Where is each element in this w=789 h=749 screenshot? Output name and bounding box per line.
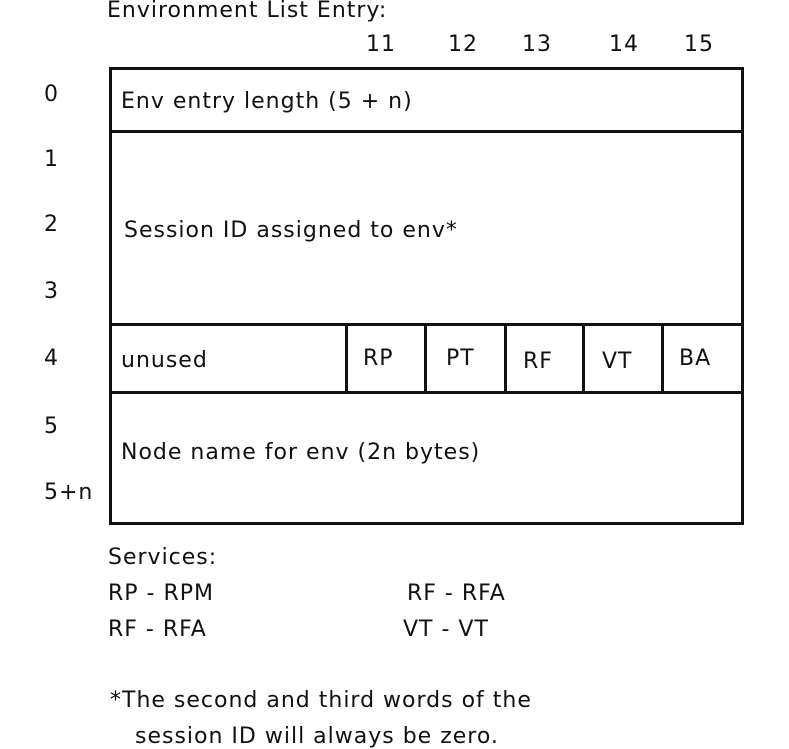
bit-label-13: 13 <box>522 32 552 57</box>
flag-pt: PT <box>446 346 475 371</box>
service-right-0: RF - RFA <box>407 581 506 606</box>
row-divider-0 <box>109 130 744 133</box>
bit-label-11: 11 <box>366 32 396 57</box>
bit-label-15: 15 <box>684 32 714 57</box>
footnote-line-1: *The second and third words of the <box>110 688 532 713</box>
services-heading: Services: <box>108 545 218 570</box>
flag-divider-pt <box>424 323 427 393</box>
diagram-title: Environment List Entry: <box>107 0 388 23</box>
field-env-entry-length: Env entry length (5 + n) <box>121 89 413 114</box>
flag-ba: BA <box>679 346 712 371</box>
field-unused: unused <box>121 348 208 373</box>
flag-vt: VT <box>602 349 633 374</box>
flag-divider-rp <box>345 323 348 393</box>
service-right-1: VT - VT <box>403 617 489 642</box>
flag-rp: RP <box>363 346 394 371</box>
flag-divider-rf <box>504 323 507 393</box>
word-label-4: 4 <box>44 346 59 371</box>
word-label-1: 1 <box>44 147 59 172</box>
service-left-0: RP - RPM <box>108 581 215 606</box>
word-label-0: 0 <box>44 82 59 107</box>
service-left-1: RF - RFA <box>108 617 207 642</box>
word-label-2: 2 <box>44 212 59 237</box>
bit-label-12: 12 <box>448 32 478 57</box>
flag-divider-vt <box>582 323 585 393</box>
flag-rf: RF <box>523 349 553 374</box>
word-label-5-plus-n: 5+n <box>44 480 94 505</box>
footnote-line-2: session ID will always be zero. <box>135 724 499 749</box>
flag-divider-ba <box>661 323 664 393</box>
record-layout-box <box>109 67 744 525</box>
field-session-id: Session ID assigned to env* <box>124 218 458 243</box>
bit-label-14: 14 <box>609 32 639 57</box>
word-label-5: 5 <box>44 414 59 439</box>
word-label-3: 3 <box>44 279 59 304</box>
field-node-name: Node name for env (2n bytes) <box>121 440 481 465</box>
